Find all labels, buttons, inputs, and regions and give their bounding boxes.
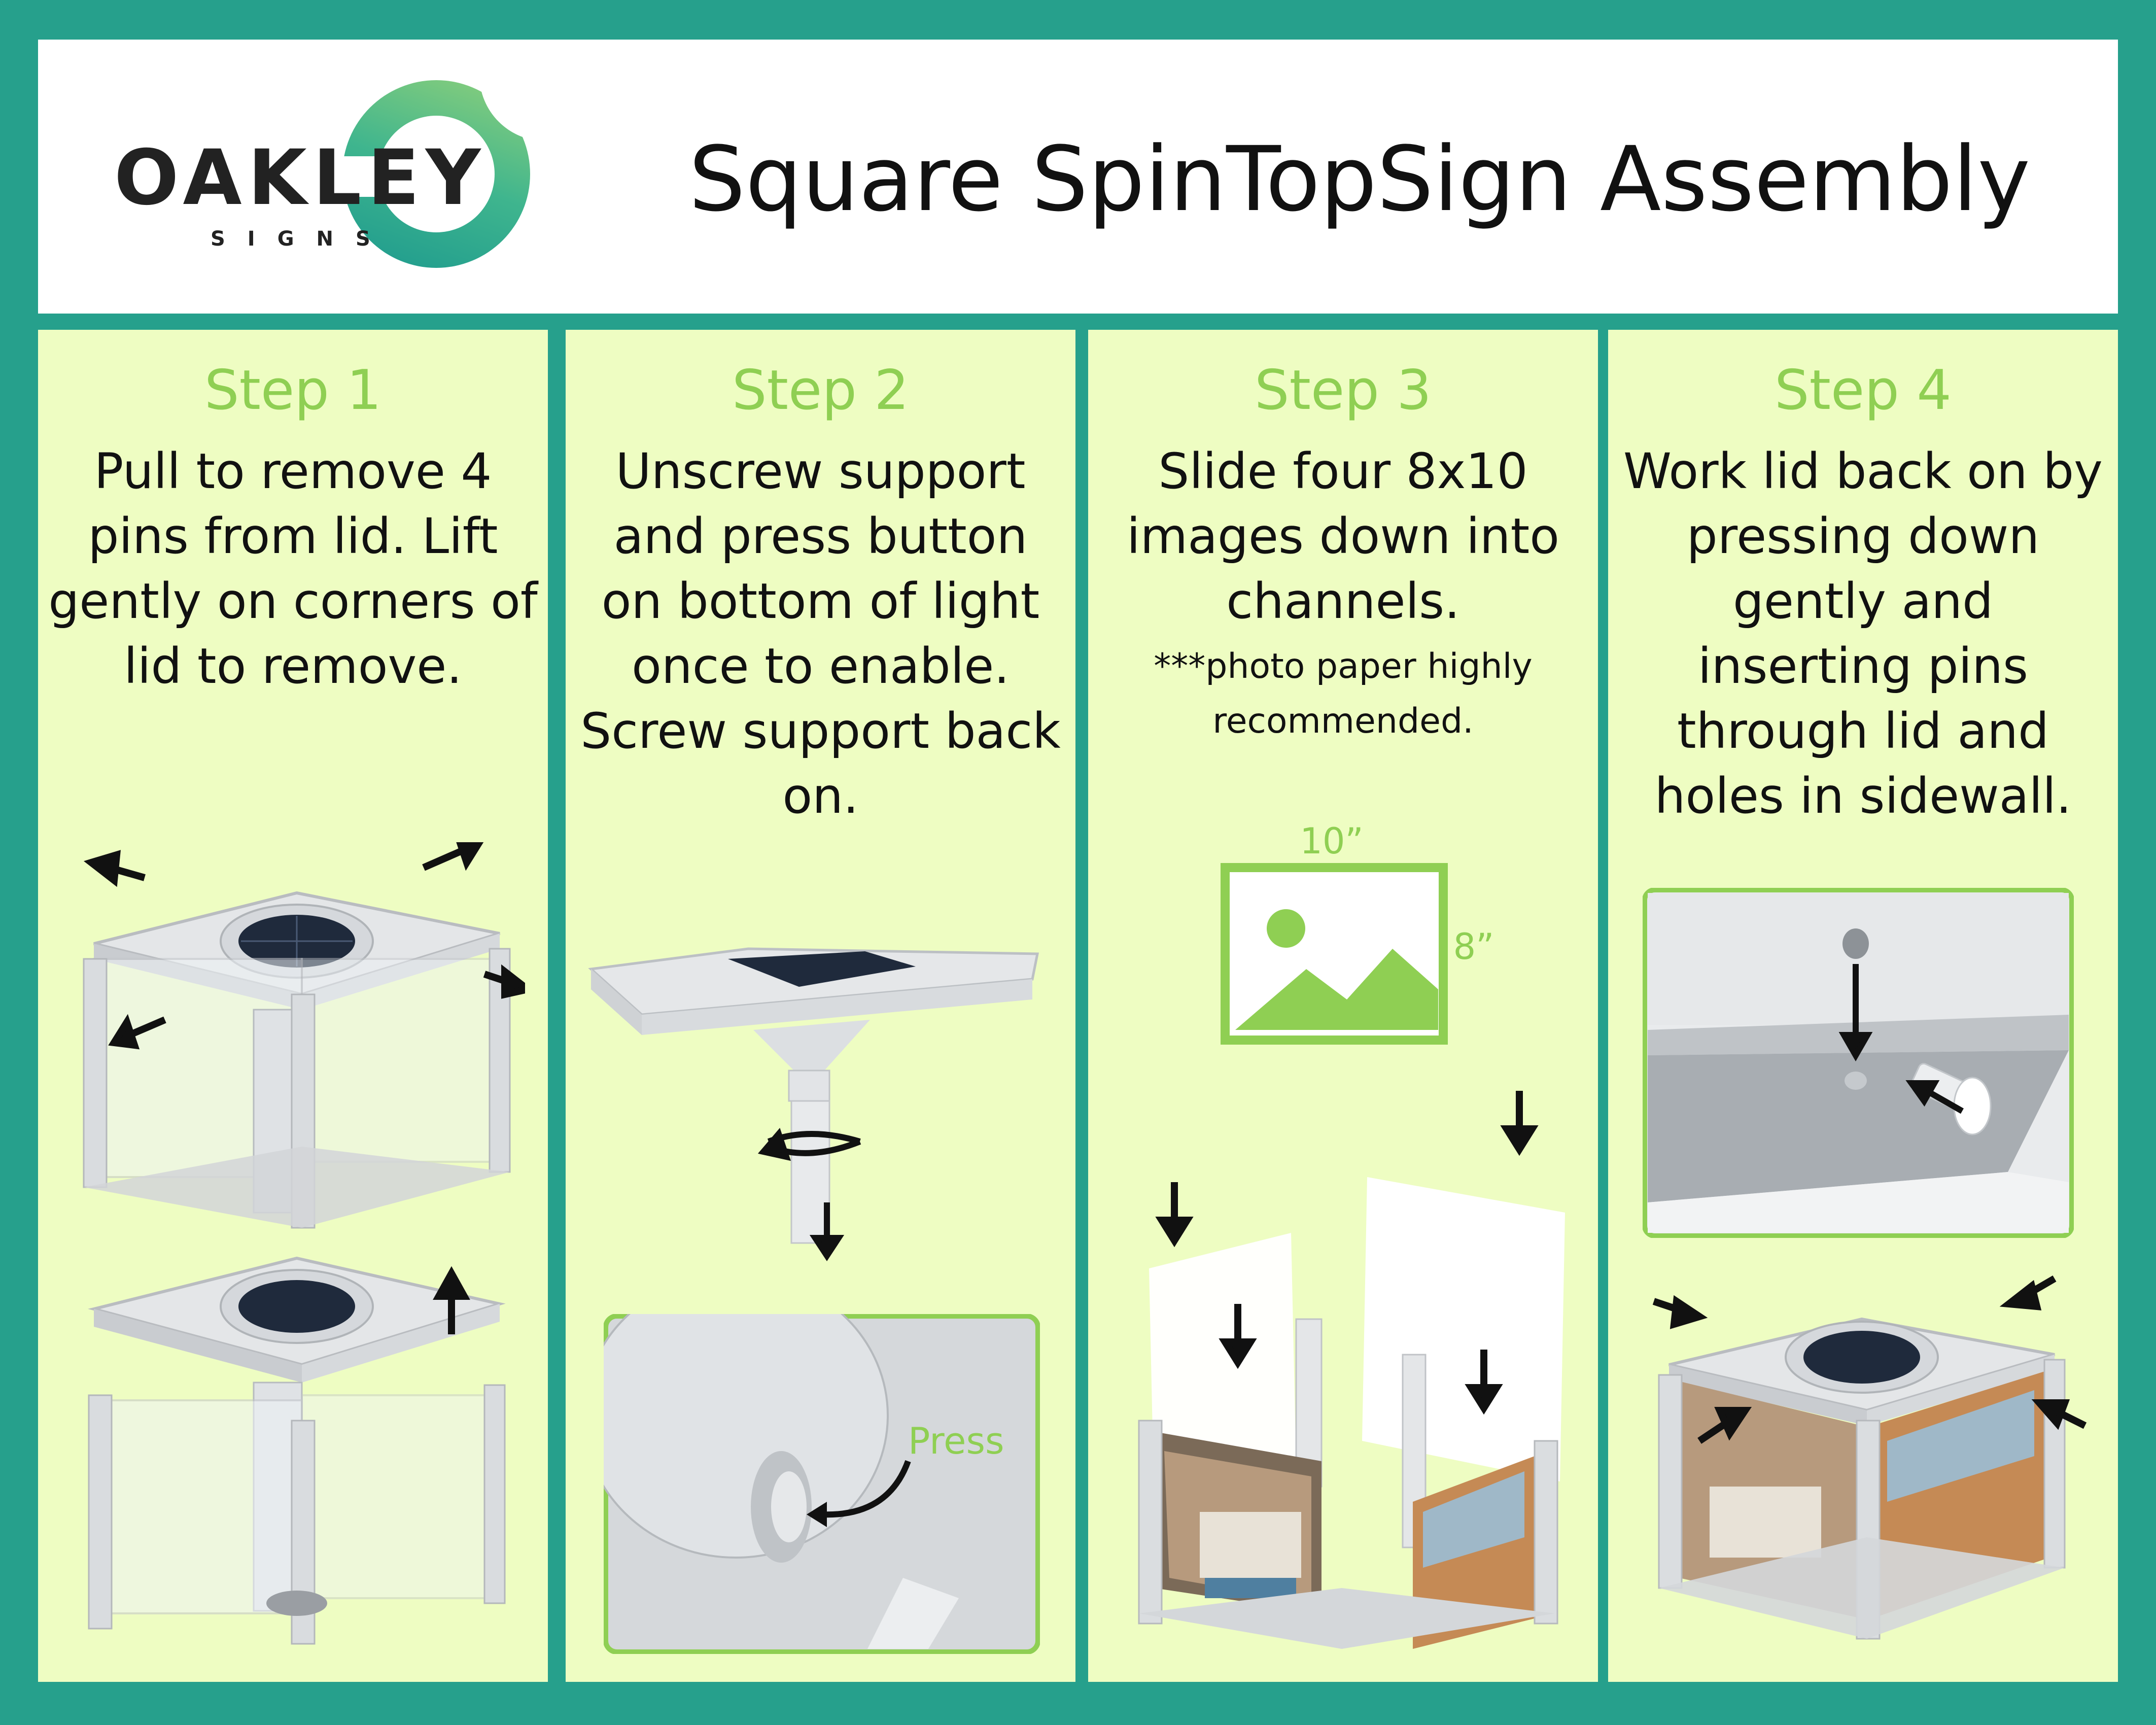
support-unscrew-image xyxy=(588,947,1039,1261)
logo-subtitle: SIGNS xyxy=(211,227,393,251)
height-label: 8” xyxy=(1453,926,1494,968)
step-4-instructions: Work lid back on by pressing down gently… xyxy=(1623,443,2103,824)
step-2-title: Step 2 xyxy=(732,359,909,422)
press-label: Press xyxy=(908,1420,1004,1462)
step-4-title: Step 4 xyxy=(1775,359,1952,422)
step-1-title: Step 1 xyxy=(204,359,381,422)
oakley-signs-logo: OAKLEY SIGNS xyxy=(74,75,555,283)
sign-lid-lifted-image xyxy=(88,1256,506,1645)
width-label: 10” xyxy=(1300,820,1363,862)
step-3-note: ***photo paper highly recommended. xyxy=(1154,646,1533,741)
arrow-icon xyxy=(1155,1091,1539,1415)
page-title: Square SpinTopSign Assembly xyxy=(688,127,2031,231)
rotate-arrow-icon xyxy=(757,1128,861,1161)
step-4-panel: Step 4 Work lid back on by pressing down… xyxy=(1608,330,2118,1682)
step-3-instructions: Slide four 8x10 images down into channel… xyxy=(1127,443,1559,630)
arrow-icon xyxy=(807,1460,911,1527)
step-2-instructions: Unscrew support and press button on bott… xyxy=(580,443,1061,824)
step-3-title: Step 3 xyxy=(1255,359,1432,422)
solar-panel-icon xyxy=(728,951,916,987)
solar-panel-icon xyxy=(1803,1331,1920,1384)
reassembled-sign-image xyxy=(1652,1275,2087,1640)
arrow-icon xyxy=(433,1266,470,1334)
step-1-instructions: Pull to remove 4 pins from lid. Lift gen… xyxy=(48,443,538,695)
solar-panel-icon xyxy=(238,1280,355,1333)
pin-insert-closeup-image xyxy=(1643,888,2074,1238)
image-size-diagram: 10” 8” xyxy=(1221,820,1494,1045)
arrow-icon xyxy=(83,842,525,1050)
step-1-panel: Step 1 Pull to remove 4 pins from lid. L… xyxy=(38,330,548,1682)
arrow-icon xyxy=(1652,1275,2087,1444)
arrow-icon xyxy=(1838,964,1964,1114)
step-2-panel: Step 2 Unscrew support and press button … xyxy=(566,330,1075,1682)
logo-wordmark: OAKLEY xyxy=(114,134,487,222)
arrow-icon xyxy=(809,1202,845,1261)
insert-images-image xyxy=(1138,1091,1565,1649)
sign-lid-removal-image xyxy=(83,842,525,1229)
press-button-image: Press xyxy=(604,1314,1040,1654)
header: OAKLEY SIGNS Square SpinTopSign Assembly xyxy=(38,40,2118,314)
step-3-panel: Step 3 Slide four 8x10 images down into … xyxy=(1088,330,1598,1682)
image-icon xyxy=(1221,863,1448,1045)
